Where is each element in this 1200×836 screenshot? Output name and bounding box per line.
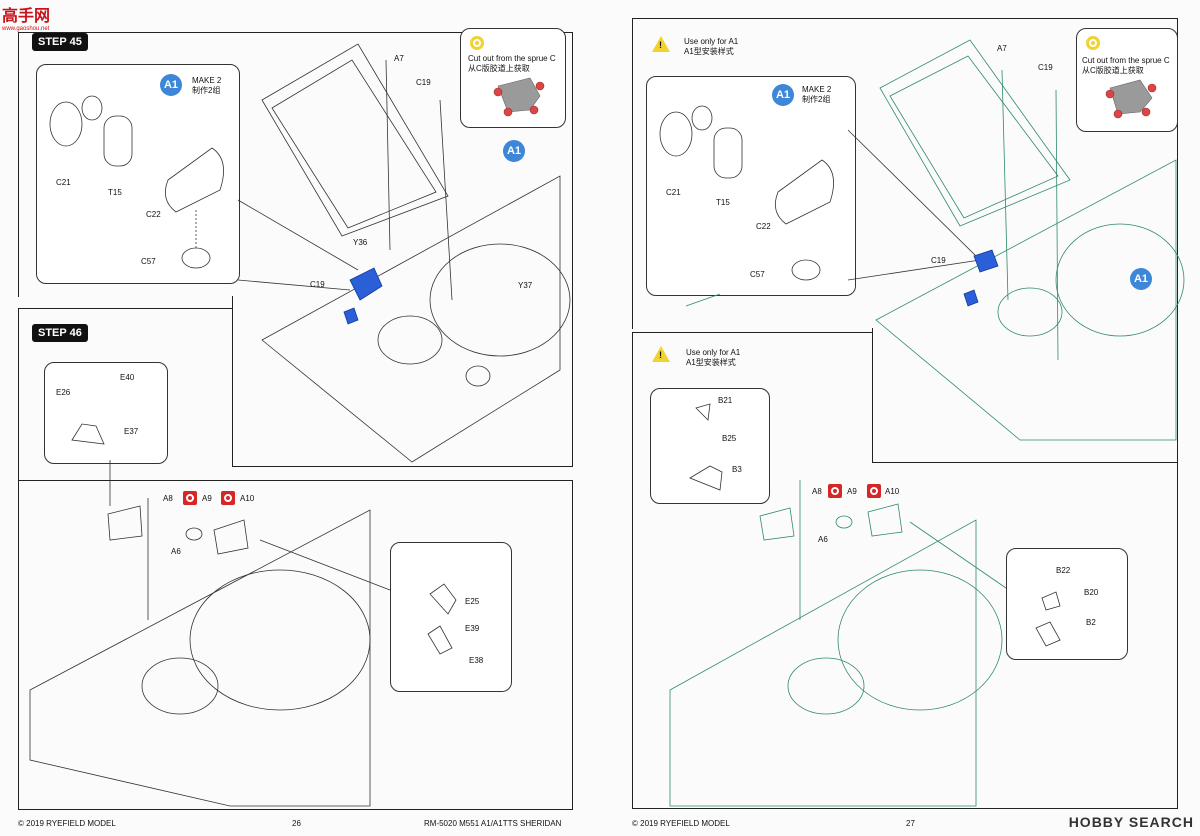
step45-frame <box>18 32 573 297</box>
part-label-a8: A8 <box>163 494 173 503</box>
right-make-note: MAKE 2 制作2组 <box>802 85 832 104</box>
r-part-label-a8: A8 <box>812 487 822 496</box>
step45-subassembly-bubble <box>36 64 240 284</box>
r-part-label-b21: B21 <box>718 396 733 405</box>
warning-icon-bottom: ! <box>652 346 670 362</box>
right-sprue-text: Cut out from the sprue C 从C版胶道上获取 <box>1082 56 1170 75</box>
part-label-a10: A10 <box>240 494 255 503</box>
hobby-search-watermark: HOBBY SEARCH <box>1068 814 1194 830</box>
step46-bubble-b <box>390 542 512 692</box>
right-bubble-b-parts <box>650 388 770 504</box>
step45-sprue-text: Cut out from the sprue C 从C版胶道上获取 <box>468 54 556 73</box>
r-part-label-c19b: C19 <box>931 256 946 265</box>
r-part-label-c22: C22 <box>756 222 771 231</box>
r-hull-rear-top <box>875 159 1177 441</box>
r-engine-deck-plate <box>879 39 1071 227</box>
part-label-a9: A9 <box>202 494 212 503</box>
right-page: ! Use only for A1 A1型安装样式 A1 MAKE 2 制作2组… <box>600 0 1200 836</box>
step46-frame-lower <box>18 480 573 810</box>
cut-icon <box>470 36 484 50</box>
r-remove-icon-a10 <box>867 484 881 498</box>
r-part-label-c21: C21 <box>666 188 681 197</box>
step45-make-note: MAKE 2 制作2组 <box>192 76 222 95</box>
highlighted-part-y36 <box>349 267 383 301</box>
step46-frame <box>18 308 233 481</box>
r-part-label-c57: C57 <box>750 270 765 279</box>
part-label-c22: C22 <box>146 210 161 219</box>
part-label-e39: E39 <box>465 624 480 633</box>
part-label-c57: C57 <box>141 257 156 266</box>
part-label-y37: Y37 <box>518 281 533 290</box>
part-label-e25: E25 <box>465 597 480 606</box>
r-hull-rear-bottom <box>669 519 977 807</box>
right-top-frame <box>632 18 1178 329</box>
part-label-e40: E40 <box>120 373 135 382</box>
hull-rear-step46 <box>29 509 371 807</box>
part-label-t15: T15 <box>108 188 122 197</box>
right-bottom-frame-lower <box>632 462 1178 809</box>
left-footer-copyright: © 2019 RYEFIELD MODEL <box>18 819 116 828</box>
right-bubble-c-parts <box>1006 548 1128 660</box>
remove-icon-a10 <box>221 491 235 505</box>
part-label-e37: E37 <box>124 427 139 436</box>
step45-label: STEP 45 <box>32 33 88 51</box>
r-part-label-b25: B25 <box>722 434 737 443</box>
part-label-c21: C21 <box>56 178 71 187</box>
part-label-c19: C19 <box>416 78 431 87</box>
step46-label: STEP 46 <box>32 324 88 342</box>
r-part-label-t15: T15 <box>716 198 730 207</box>
r-part-label-a6: A6 <box>818 535 828 544</box>
remove-icon-a9 <box>183 491 197 505</box>
step45-a1-badge-2: A1 <box>503 140 525 162</box>
part-label-c19b: C19 <box>310 280 325 289</box>
r-part-label-a9: A9 <box>847 487 857 496</box>
use-only-note-bottom: Use only for A1 A1型安装样式 <box>686 348 741 367</box>
left-page-number: 26 <box>292 819 301 828</box>
cut-icon-right <box>1086 36 1100 50</box>
highlighted-part-c19 <box>343 307 359 325</box>
step45-frame-lower <box>232 296 573 467</box>
part-label-e38: E38 <box>469 656 484 665</box>
engine-deck-plate <box>261 43 449 237</box>
r-part-label-b20: B20 <box>1084 588 1099 597</box>
r-part-label-a10: A10 <box>885 487 900 496</box>
r-part-label-a7: A7 <box>997 44 1007 53</box>
right-footer-copyright: © 2019 RYEFIELD MODEL <box>632 819 730 828</box>
site-watermark: 高手网 www.gaoshou.net <box>2 8 51 32</box>
r-part-label-c19: C19 <box>1038 63 1053 72</box>
right-hull-drawing <box>659 39 1185 807</box>
left-page: 高手网 www.gaoshou.net STEP 45 A1 MAKE 2 制作… <box>2 8 573 828</box>
warning-icon-top: ! <box>652 36 670 52</box>
part-label-a6: A6 <box>171 547 181 556</box>
right-a1-badge: A1 <box>772 84 794 106</box>
right-a1-badge-2: A1 <box>1130 268 1152 290</box>
r-part-label-b3: B3 <box>732 465 742 474</box>
r-part-label-b22: B22 <box>1056 566 1071 575</box>
left-footer-title: RM-5020 M551 A1/A1TTS SHERIDAN <box>424 819 562 828</box>
r-highlighted-part-c19 <box>973 249 999 273</box>
part-label-e26: E26 <box>56 388 71 397</box>
step46-bubble-a <box>44 362 168 464</box>
use-only-note-top: Use only for A1 A1型安装样式 <box>684 37 739 56</box>
part-label-a7: A7 <box>394 54 404 63</box>
left-hull-drawing <box>29 43 571 807</box>
r-part-label-b2: B2 <box>1086 618 1096 627</box>
right-top-frame-lower <box>872 328 1178 463</box>
right-bottom-frame <box>632 332 873 463</box>
right-page-number: 27 <box>906 819 915 828</box>
step45-a1-badge: A1 <box>160 74 182 96</box>
r-remove-icon-a9 <box>828 484 842 498</box>
part-label-y36: Y36 <box>353 238 368 247</box>
hull-rear-step45 <box>261 175 561 463</box>
